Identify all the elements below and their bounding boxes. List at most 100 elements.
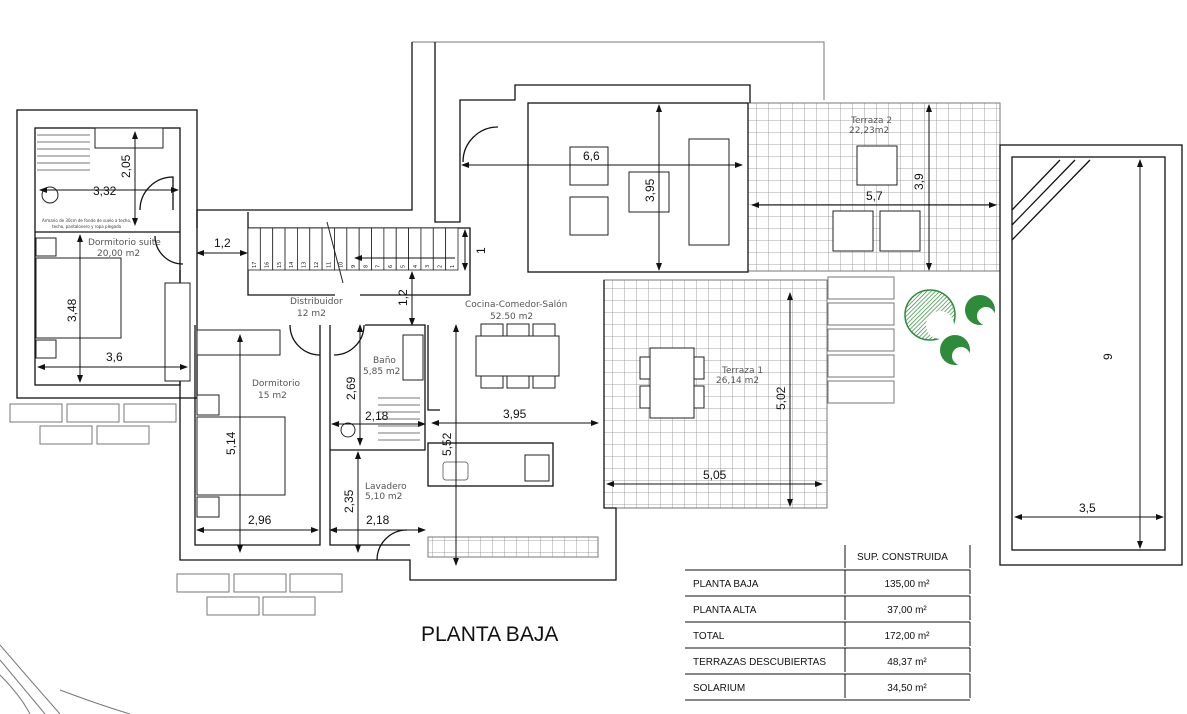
stair-step-number: 1 — [450, 265, 456, 268]
stair-cut-line — [326, 221, 344, 284]
dim-stair-width: 1 — [474, 247, 488, 254]
stair-step-number: 3 — [425, 265, 431, 268]
dim-dormitorio-width: 2,96 — [248, 513, 272, 527]
room-area-terraza2: 22,23m2 — [849, 126, 889, 136]
terrace-chair — [879, 210, 921, 252]
dining-table — [475, 335, 560, 377]
coffee-table — [628, 171, 670, 213]
dim-bano-height: 2,69 — [344, 376, 358, 400]
living-room-block — [527, 102, 749, 273]
stair-step-number: 7 — [376, 265, 382, 268]
dim-terraza1-height: 5,02 — [774, 386, 788, 410]
upper-floor-outline — [412, 41, 825, 100]
stepping-stones — [9, 276, 895, 616]
dimension-lines — [37, 104, 1164, 566]
stair-step-number: 2 — [437, 265, 443, 268]
room-name-distribuidor: Distribuidor — [290, 297, 343, 307]
dim-terraza2-width: 5,7 — [866, 189, 883, 203]
landscape-curves — [0, 644, 131, 714]
dim-dormitorio-height: 5,14 — [224, 431, 238, 455]
dim-suite-bath-width: 3,32 — [93, 184, 117, 198]
nightstand — [196, 394, 220, 416]
room-name-terraza2: Terraza 2 — [850, 116, 892, 126]
door-swing[interactable] — [462, 126, 499, 163]
chair — [506, 375, 530, 389]
stair-step-number: 15 — [277, 262, 283, 268]
bed — [196, 416, 286, 496]
table-row-label: TERRAZAS DESCUBIERTAS — [693, 657, 826, 668]
stair-step-number: 17 — [252, 262, 258, 268]
stair-tread — [408, 227, 422, 271]
dim-distributor: 1,2 — [396, 289, 410, 306]
terrace-dining-table — [649, 347, 695, 419]
door-swing[interactable] — [289, 324, 321, 356]
sofa — [688, 138, 730, 246]
door-swing[interactable] — [333, 324, 365, 356]
dim-corridor: 1,2 — [214, 236, 231, 250]
stair-tread — [383, 227, 397, 271]
stair-tread — [420, 227, 434, 271]
room-area-terraza1: 26,14 m2 — [716, 376, 759, 386]
stair-tread — [371, 227, 385, 271]
chair — [532, 375, 556, 389]
stair-step-number: 5 — [400, 265, 406, 268]
table-row-label: TOTAL — [693, 631, 725, 642]
table-row-value: 37,00 m² — [887, 605, 927, 616]
stair-step-number: 4 — [413, 265, 419, 268]
chair — [480, 375, 504, 389]
cooktop — [524, 454, 550, 482]
terraza-2-tiles — [747, 102, 1001, 272]
table-row-value: 34,50 m² — [887, 683, 927, 694]
dim-pool-width: 3,5 — [1079, 501, 1096, 515]
kitchen-island — [427, 442, 554, 487]
room-area-dormitorio-suite: 20,00 m2 — [97, 249, 140, 259]
suite-wardrobe — [164, 282, 191, 382]
stair-tread — [358, 227, 372, 271]
room-area-lavadero: 5,10 m2 — [365, 492, 402, 502]
dim-bano-width: 2,18 — [365, 409, 389, 423]
door-swing[interactable] — [154, 235, 184, 265]
stair-step-number: 16 — [265, 262, 271, 268]
suite-shower-lines — [37, 134, 90, 171]
dim-living-width: 6,6 — [583, 149, 600, 163]
stair-step-number: 14 — [289, 262, 295, 268]
tree-highlight — [926, 311, 954, 339]
stair-step-number: 6 — [388, 265, 394, 268]
chair — [480, 323, 504, 337]
dim-suite-height: 3,48 — [65, 298, 79, 322]
terrace-chair — [832, 210, 874, 252]
room-name-dormitorio: Dormitorio — [252, 379, 300, 389]
room-name-bano: Baño — [373, 356, 396, 366]
table-row-value: 172,00 m² — [884, 631, 930, 642]
stair-step-number: 12 — [314, 262, 320, 268]
nightstand — [35, 237, 57, 257]
suite-vanity — [94, 127, 164, 149]
pool-steps — [1011, 159, 1091, 241]
table-row-label: SOLARIUM — [693, 683, 745, 694]
chair — [639, 356, 651, 380]
dim-pool-length: 9 — [1101, 353, 1115, 360]
dim-living-height: 3,95 — [643, 178, 657, 202]
chair — [693, 356, 705, 380]
room-area-dormitorio: 15 m2 — [258, 391, 287, 401]
pool-outer — [999, 144, 1183, 566]
nightstand — [196, 496, 220, 518]
dim-terraza2-height: 3,9 — [912, 173, 926, 190]
stair-tread — [445, 227, 459, 271]
interior-walls — [179, 270, 617, 581]
wardrobe-note-line2: techo, pantalonero y ropa plegada — [52, 224, 122, 229]
chair — [693, 385, 705, 409]
room-name-lavadero: Lavadero — [365, 482, 407, 492]
door-swing[interactable] — [139, 176, 174, 211]
room-area-distribuidor: 12 m2 — [297, 309, 326, 319]
room-name-cocina: Cocina-Comedor-Salón — [465, 299, 567, 310]
dim-kitchen-height: 5,52 — [440, 432, 454, 456]
stair-tread — [395, 227, 409, 271]
table-header: SUP. CONSTRUIDA — [857, 552, 948, 563]
dim-lavadero-height: 2,35 — [342, 489, 356, 513]
table-row-value: 48,37 m² — [887, 657, 927, 668]
tree-highlight — [977, 307, 995, 325]
nightstand — [35, 339, 57, 359]
wardrobe-note-line1: Armario de 30cm de fondo de suelo a tech… — [42, 218, 131, 223]
